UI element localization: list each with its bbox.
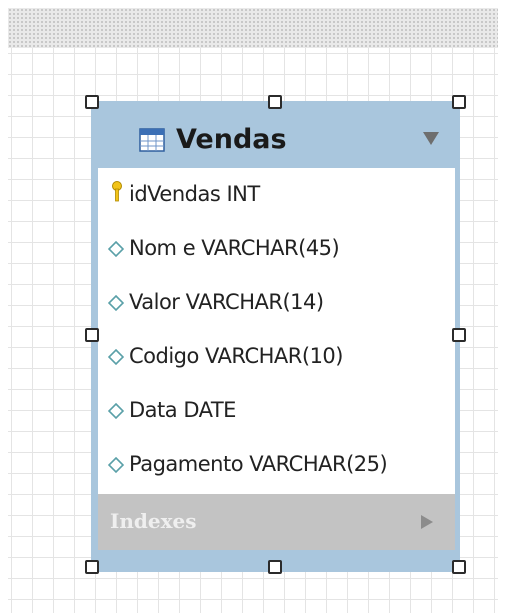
table-icon — [139, 128, 165, 152]
column-list: idVendas INT Nom e VARCHAR(45) Valor VAR… — [98, 168, 455, 494]
primary-key-icon — [112, 181, 122, 202]
column-label: Valor VARCHAR(14) — [129, 290, 324, 314]
column-diamond-icon — [108, 457, 124, 473]
column-diamond-icon — [108, 403, 124, 419]
indexes-label: Indexes — [110, 509, 197, 533]
triangle-down-icon[interactable] — [422, 130, 440, 146]
column-row[interactable]: idVendas INT — [98, 168, 455, 222]
table-header[interactable]: Vendas — [94, 104, 457, 168]
indexes-section[interactable]: Indexes — [98, 494, 455, 550]
column-label: Pagamento VARCHAR(25) — [129, 452, 388, 476]
ruler-strip — [8, 8, 498, 48]
column-label: Data DATE — [129, 398, 236, 422]
table-footer — [94, 550, 457, 569]
column-diamond-icon — [108, 241, 124, 257]
column-label: Nom e VARCHAR(45) — [129, 236, 340, 260]
table-vendas[interactable]: Vendas idVendas INT Nom e VARCHAR(45) — [91, 101, 460, 572]
column-diamond-icon — [108, 295, 124, 311]
column-row[interactable]: Pagamento VARCHAR(25) — [98, 438, 455, 492]
resize-handle-top-left[interactable] — [85, 95, 99, 109]
column-row[interactable]: Codigo VARCHAR(10) — [98, 330, 455, 384]
resize-handle-top-center[interactable] — [268, 95, 282, 109]
resize-handle-middle-left[interactable] — [85, 328, 99, 342]
column-row[interactable]: Data DATE — [98, 384, 455, 438]
column-diamond-icon — [108, 349, 124, 365]
triangle-right-icon[interactable] — [420, 514, 434, 530]
resize-handle-middle-right[interactable] — [452, 328, 466, 342]
resize-handle-bottom-right[interactable] — [452, 560, 466, 574]
resize-handle-bottom-left[interactable] — [85, 560, 99, 574]
column-row[interactable]: Valor VARCHAR(14) — [98, 276, 455, 330]
resize-handle-top-right[interactable] — [452, 95, 466, 109]
resize-handle-bottom-center[interactable] — [268, 560, 282, 574]
column-row[interactable]: Nom e VARCHAR(45) — [98, 222, 455, 276]
column-label: idVendas INT — [129, 182, 260, 206]
table-title: Vendas — [176, 124, 287, 155]
column-label: Codigo VARCHAR(10) — [129, 344, 343, 368]
